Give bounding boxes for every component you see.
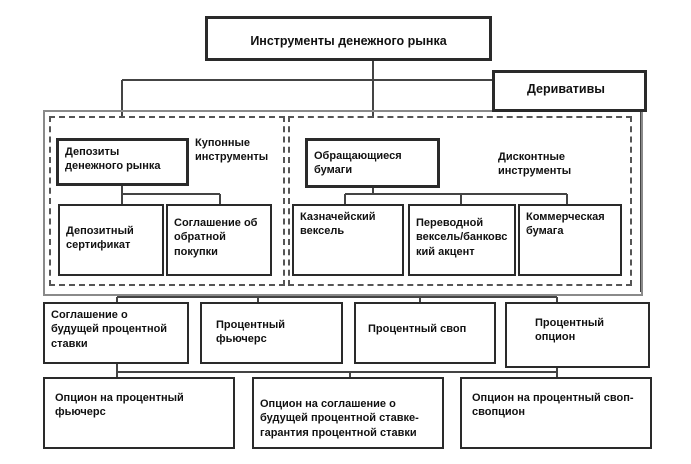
coupon-instruments-label: Купонные инструменты (195, 137, 269, 164)
interest-swap-box: Процентный своп (354, 302, 496, 364)
coupon-group-frame (49, 116, 285, 286)
tradable-papers-box: Обращающиеся бумаги (305, 138, 440, 188)
futures-option-box: Опцион на процентный фьючерс (43, 377, 235, 449)
commercial-paper-box: Коммерческая бумага (518, 204, 622, 276)
bill-acceptance-box: Переводной вексель/банковс кий акцент (408, 204, 516, 276)
fra-box: Соглашение о будущей процентной ставки (43, 302, 189, 364)
discount-group-frame (288, 116, 632, 286)
derivatives-frame (43, 110, 643, 296)
swaption-box: Опцион на процентный своп- свопцион (460, 377, 652, 449)
fra-option-box: Опцион на соглашение о будущей процентно… (252, 377, 444, 449)
derivatives-box: Деривативы (492, 70, 647, 112)
deposit-certificate-box: Депозитный сертификат (58, 204, 164, 276)
interest-option-box: Процентный опцион (505, 302, 650, 368)
repo-agreement-box: Соглашение об обратной покупки (166, 204, 272, 276)
interest-futures-box: Процентный фьючерс (200, 302, 343, 364)
treasury-bill-box: Казначейский вексель (292, 204, 404, 276)
discount-instruments-label: Дисконтные инструменты (498, 151, 572, 178)
deposits-box: Депозиты денежного рынка (56, 138, 189, 186)
root-box: Инструменты денежного рынка (205, 16, 492, 61)
